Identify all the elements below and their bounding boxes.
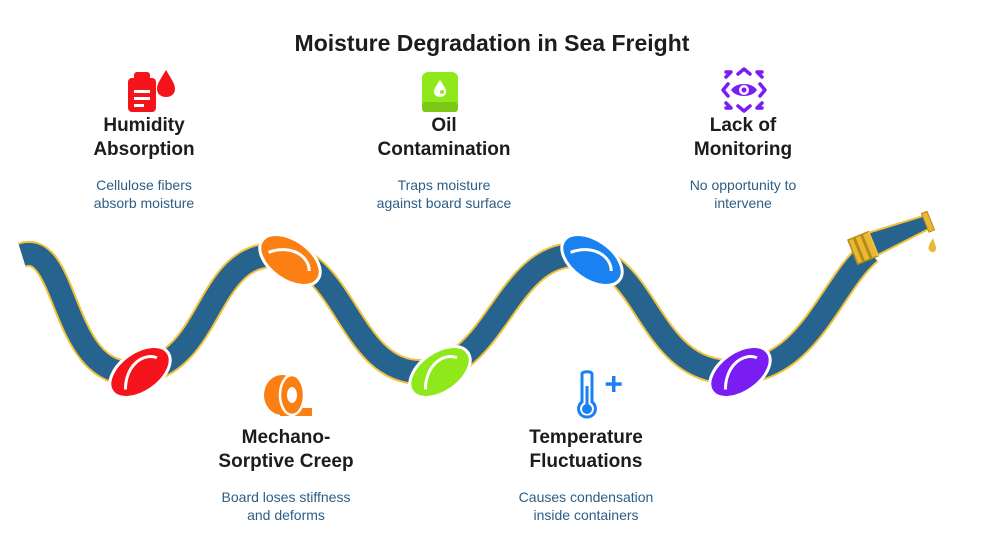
factor-heading: Humidity Absorption (93, 115, 195, 160)
factor-temperature-fluctuations: Temperature Fluctuations Causes condensa… (486, 426, 686, 524)
knot-temperature (560, 233, 624, 287)
oil-can-icon (422, 72, 458, 112)
knot-humidity (108, 345, 172, 399)
factor-heading: Lack of Monitoring (693, 115, 793, 160)
factor-heading: Temperature Fluctuations (529, 427, 643, 472)
diagram-title: Moisture Degradation in Sea Freight (294, 30, 690, 56)
knot-monitoring (708, 345, 772, 399)
factor-description: Causes condensation inside containers (518, 489, 654, 523)
factor-humidity-absorption: Humidity Absorption Cellulose fibers abs… (44, 114, 244, 212)
monitoring-eye-icon (721, 67, 767, 113)
knot-mechano (258, 233, 322, 287)
thermometer-icon (577, 370, 622, 419)
factor-heading: Oil Contamination (377, 115, 511, 160)
knot-oil (408, 345, 472, 399)
factor-description: Traps moisture against board surface (376, 177, 512, 211)
factor-description: Board loses stiffness and deforms (221, 489, 351, 523)
water-droplet-icon (928, 238, 937, 253)
factor-description: Cellulose fibers absorb moisture (93, 177, 195, 211)
tape-roll-icon (264, 374, 312, 417)
humidity-document-icon (128, 70, 175, 112)
factor-heading: Mechano- Sorptive Creep (218, 427, 354, 472)
factor-mechano-sorptive-creep: Mechano- Sorptive Creep Board loses stif… (186, 426, 386, 524)
hose-nozzle (847, 210, 936, 266)
factor-oil-contamination: Oil Contamination Traps moisture against… (344, 114, 544, 212)
factor-description: No opportunity to intervene (689, 177, 797, 211)
factor-lack-of-monitoring: Lack of Monitoring No opportunity to int… (643, 114, 843, 212)
